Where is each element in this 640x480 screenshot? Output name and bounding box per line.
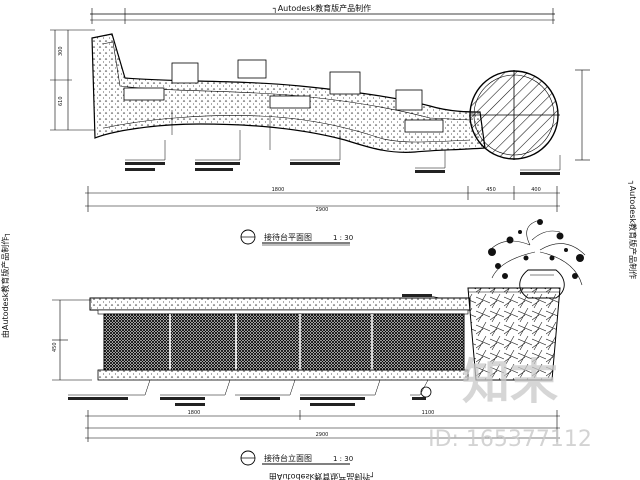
elev-dim-1800: 1800 xyxy=(188,410,201,416)
plan-left-dim-1: 300 xyxy=(58,46,64,56)
top-banner: ┐Autodesk教育版产品制作 xyxy=(90,3,555,24)
elev-bottom-dims xyxy=(85,410,560,442)
plan-bottom-dims xyxy=(85,186,560,212)
planter-base xyxy=(467,287,561,381)
elev-dim-1100: 1100 xyxy=(422,410,435,416)
elev-left-dim: 450 xyxy=(52,342,58,352)
plan-monitors xyxy=(123,59,444,133)
watermark: 知末 ID: 165377112 xyxy=(428,354,592,452)
right-banner-text: ┐Autodesk教育版产品制作 xyxy=(627,180,638,279)
watermark-id: ID: 165377112 xyxy=(428,427,592,452)
plan-left-dims xyxy=(50,29,95,131)
elev-leaders xyxy=(68,295,452,396)
plan-scale: 1 : 30 xyxy=(333,234,353,242)
left-banner-text: 由Autodesk教育版产品制作┐ xyxy=(0,232,11,338)
plan-left-dim-2: 610 xyxy=(58,96,64,106)
elev-dim-total: 2900 xyxy=(316,432,329,438)
plan-leader-tags xyxy=(125,162,560,175)
plant xyxy=(488,219,586,299)
bottom-banner-text: 由Autodesk教育版产品制作┐ xyxy=(269,471,375,480)
elev-title: 接待台立面图 xyxy=(264,453,312,463)
elev-title-block: 接待台立面图 1 : 30 xyxy=(240,450,353,466)
plan-view: 300 610 xyxy=(50,29,590,246)
top-banner-text: ┐Autodesk教育版产品制作 xyxy=(272,3,371,14)
watermark-logo: 知末 xyxy=(462,354,558,410)
plan-title-block: 接待台平面图 1 : 30 xyxy=(240,229,353,246)
plan-dim-450: 450 xyxy=(486,187,496,193)
counter-elevation xyxy=(89,287,561,381)
counter-plan-outline xyxy=(91,33,486,153)
plan-dim-400: 400 xyxy=(531,187,541,193)
plan-leaders xyxy=(125,110,561,171)
plan-title: 接待台平面图 xyxy=(264,232,312,242)
round-planter-plan xyxy=(469,70,560,160)
plan-dim-total: 2900 xyxy=(316,207,329,213)
plan-dim-1800: 1800 xyxy=(272,187,285,193)
elev-scale: 1 : 30 xyxy=(333,455,353,463)
elev-leader-tags xyxy=(68,294,432,406)
elevation-view: 450 xyxy=(52,219,586,466)
